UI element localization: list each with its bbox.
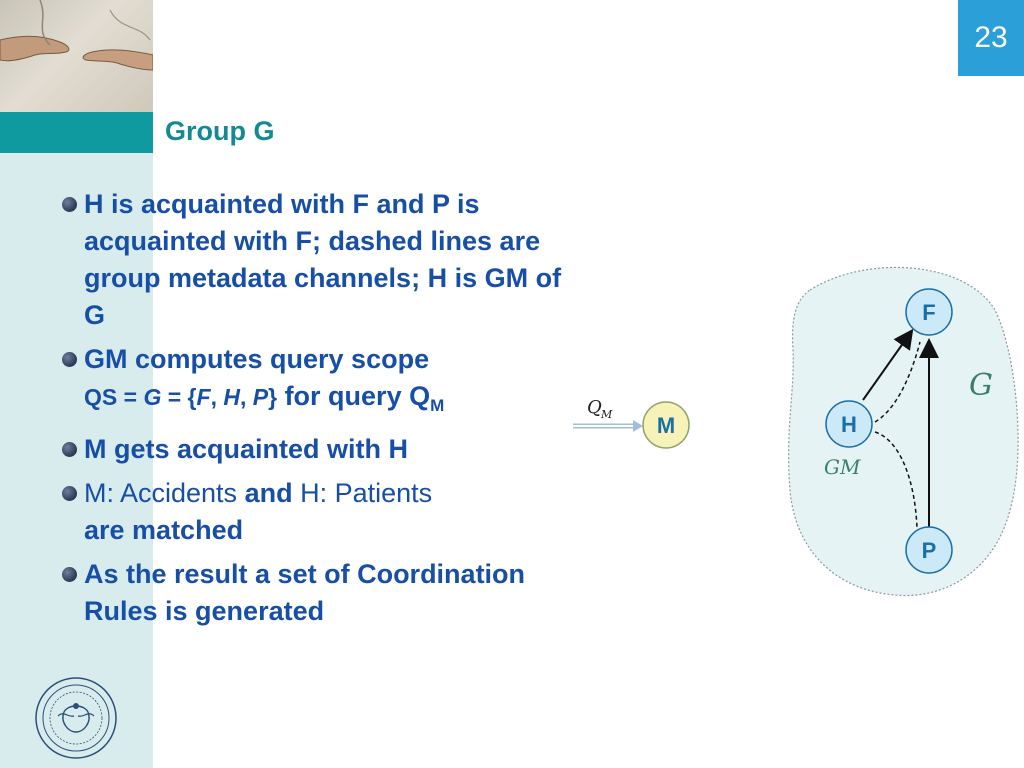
patients-text: H: Patients — [292, 478, 433, 508]
bullet-icon — [62, 486, 77, 501]
bullet-icon — [62, 567, 77, 582]
bullet-item: H is acquainted with F and P is acquaint… — [62, 186, 562, 334]
query-scope-h: H — [223, 384, 240, 410]
crack-line — [109, 9, 151, 41]
node-f-label: F — [922, 300, 935, 325]
left-hand-shape — [0, 35, 70, 62]
metadata-channel-h-p — [874, 431, 918, 529]
page-number: 23 — [958, 0, 1024, 76]
query-label: Q — [587, 397, 602, 418]
right-hand-shape — [82, 49, 153, 71]
group-region — [788, 266, 1019, 597]
bullet-item: M: Accidents and H: Patients are matched — [62, 475, 562, 549]
node-p-label: P — [922, 538, 937, 563]
query-scope-comma: , — [210, 384, 224, 410]
node-m — [642, 401, 690, 449]
query-subscript: M — [430, 396, 445, 415]
bullet-text: M gets acquainted with H — [84, 434, 409, 464]
title-band — [0, 112, 153, 153]
query-arrow-head — [633, 420, 643, 432]
bullet-text: H is acquainted with F and P is acquaint… — [84, 189, 562, 330]
node-h-label: H — [841, 412, 857, 437]
metadata-channel-h-f — [874, 341, 921, 423]
for-query-text: for query Q — [277, 381, 431, 411]
query-scope-p: P — [252, 384, 269, 410]
query-scope-close: } — [268, 384, 278, 410]
query-scope-g: G — [143, 384, 162, 410]
hands-illustration — [0, 0, 153, 71]
query-label-subscript: M — [600, 408, 613, 421]
slide-title: Group G — [165, 116, 275, 146]
bullet-text: GM computes query scope — [84, 344, 430, 374]
crack-line — [39, 0, 51, 46]
bullet-item: As the result a set of Coordination Rule… — [62, 556, 562, 630]
node-p — [905, 526, 953, 574]
group-diagram: Q M M F H P GM G — [573, 266, 1019, 597]
matched-text: are matched — [84, 515, 244, 545]
and-text: and — [244, 478, 293, 508]
bullet-list: H is acquainted with F and P is acquaint… — [62, 186, 562, 637]
query-scope-f: F — [196, 384, 211, 410]
bullet-item: M gets acquainted with H — [62, 431, 562, 468]
bullet-item: GM computes query scope QS = G = {F, H, … — [62, 341, 562, 424]
university-seal-logo — [35, 677, 117, 759]
creation-hands-image — [0, 0, 153, 112]
bullet-icon — [62, 352, 77, 367]
accidents-text: M: Accidents — [84, 478, 245, 508]
node-f — [905, 288, 953, 336]
query-scope-prefix: QS = — [84, 384, 144, 410]
node-m-label: M — [657, 413, 675, 438]
query-scope-comma: , — [239, 384, 253, 410]
bullet-icon — [62, 442, 77, 457]
gm-label: GM — [824, 455, 861, 479]
node-h — [825, 400, 873, 448]
edge-h-f — [862, 328, 914, 401]
group-label: G — [969, 368, 993, 403]
query-scope-eq: = { — [161, 384, 197, 410]
bullet-icon — [62, 197, 77, 212]
sidebar-panel — [0, 153, 153, 768]
bullet-text: As the result a set of Coordination Rule… — [84, 559, 526, 626]
